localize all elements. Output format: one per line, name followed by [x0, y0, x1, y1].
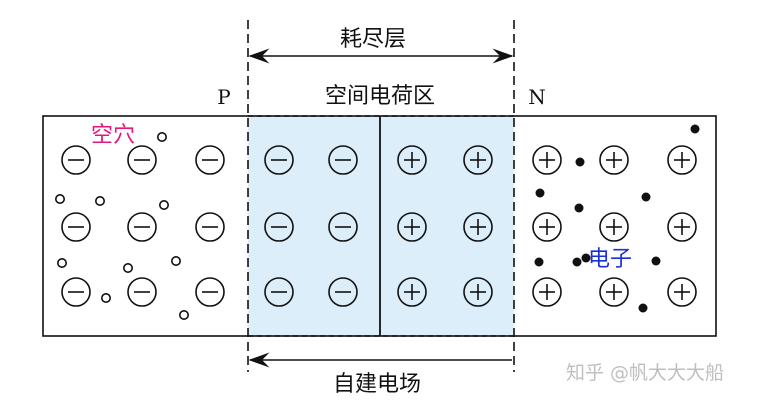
donor-ion-icon — [599, 212, 629, 242]
hole-icon — [54, 194, 65, 205]
donor-ion-icon — [397, 212, 427, 242]
acceptor-ion-icon — [264, 145, 294, 175]
electron-icon — [574, 203, 584, 213]
watermark: 知乎 @帆大大大船 — [566, 362, 724, 384]
donor-ion-icon — [599, 145, 629, 175]
acceptor-ion-icon — [127, 145, 157, 175]
hole-icon — [56, 257, 67, 268]
donor-ion-icon — [667, 145, 697, 175]
electron-icon — [535, 188, 545, 198]
acceptor-ion-icon — [328, 277, 358, 307]
donor-ion-icon — [667, 212, 697, 242]
acceptor-ion-icon — [61, 212, 91, 242]
hole-icon — [101, 292, 112, 303]
electron-icon — [651, 256, 661, 266]
acceptor-ion-icon — [195, 145, 225, 175]
donor-ion-icon — [667, 277, 697, 307]
donor-ion-icon — [463, 145, 493, 175]
acceptor-ion-icon — [61, 145, 91, 175]
space-charge-region-label: 空间电荷区 — [325, 84, 435, 109]
donor-ion-icon — [463, 277, 493, 307]
acceptor-ion-icon — [328, 145, 358, 175]
electrons-label: 电子 — [588, 247, 632, 272]
donor-ion-icon — [397, 277, 427, 307]
donor-ion-icon — [532, 277, 562, 307]
electron-icon — [581, 253, 591, 263]
electron-icon — [575, 157, 585, 167]
acceptor-ion-icon — [127, 277, 157, 307]
electron-icon — [572, 257, 582, 267]
hole-icon — [95, 196, 106, 207]
acceptor-ion-icon — [127, 212, 157, 242]
hole-icon — [171, 255, 182, 266]
hole-icon — [123, 262, 134, 273]
acceptor-ion-icon — [195, 277, 225, 307]
hole-icon — [157, 132, 168, 143]
electron-icon — [534, 257, 544, 267]
donor-ion-icon — [532, 212, 562, 242]
hole-icon — [179, 309, 190, 320]
acceptor-ion-icon — [264, 277, 294, 307]
acceptor-ion-icon — [328, 212, 358, 242]
electron-icon — [641, 192, 651, 202]
carrier-layer — [54, 124, 700, 320]
ion-layer — [61, 145, 697, 307]
acceptor-ion-icon — [195, 212, 225, 242]
built-in-field-label: 自建电场 — [333, 372, 421, 397]
depletion-layer-label: 耗尽层 — [340, 27, 406, 52]
n-side-label: N — [528, 85, 546, 109]
acceptor-ion-icon — [61, 277, 91, 307]
donor-ion-icon — [599, 277, 629, 307]
p-side-label: P — [217, 85, 230, 109]
donor-ion-icon — [532, 145, 562, 175]
acceptor-ion-icon — [264, 212, 294, 242]
holes-label: 空穴 — [91, 123, 135, 148]
hole-icon — [159, 200, 170, 211]
electron-icon — [638, 303, 648, 313]
donor-ion-icon — [463, 212, 493, 242]
electron-icon — [690, 124, 700, 134]
donor-ion-icon — [397, 145, 427, 175]
